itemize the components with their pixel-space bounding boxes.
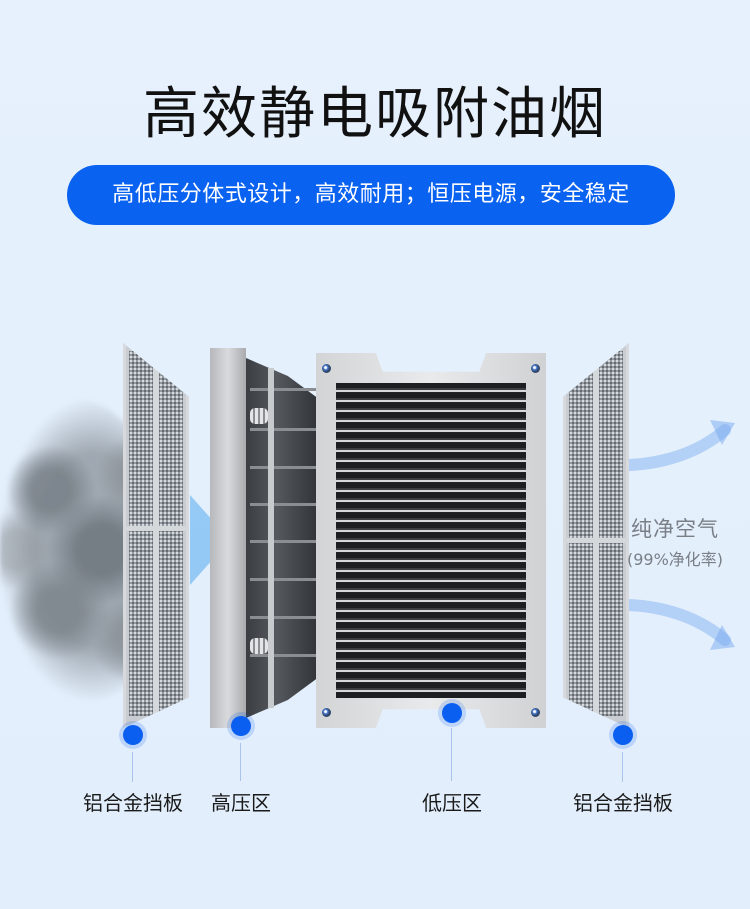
part-label-low-voltage: 低压区 <box>422 791 482 815</box>
page-title: 高效静电吸附油烟 <box>143 82 607 147</box>
low-voltage-module <box>316 353 546 728</box>
insulator-spring-icon <box>250 638 268 654</box>
purification-rate-label: (99%净化率) <box>626 550 724 569</box>
marker-dot-icon <box>613 725 633 745</box>
marker-dot-icon <box>231 716 251 736</box>
screw-icon <box>322 364 331 373</box>
part-label-aluminum-baffle-right: 铝合金挡板 <box>573 791 673 815</box>
screw-icon <box>322 708 331 717</box>
marker-dot-icon <box>442 703 462 723</box>
screw-icon <box>531 708 540 717</box>
part-label-high-voltage: 高压区 <box>211 791 271 815</box>
marker-dot-icon <box>123 725 143 745</box>
clean-air-label: 纯净空气 <box>631 517 719 541</box>
aluminum-baffle-left <box>123 343 189 728</box>
feature-subtitle-pill: 高低压分体式设计，高效耐用；恒压电源，安全稳定 <box>67 165 675 225</box>
insulator-spring-icon <box>250 408 268 424</box>
aluminum-baffle-right <box>563 343 629 728</box>
part-label-aluminum-baffle-left: 铝合金挡板 <box>83 791 183 815</box>
screw-icon <box>531 364 540 373</box>
high-voltage-module <box>210 348 322 728</box>
